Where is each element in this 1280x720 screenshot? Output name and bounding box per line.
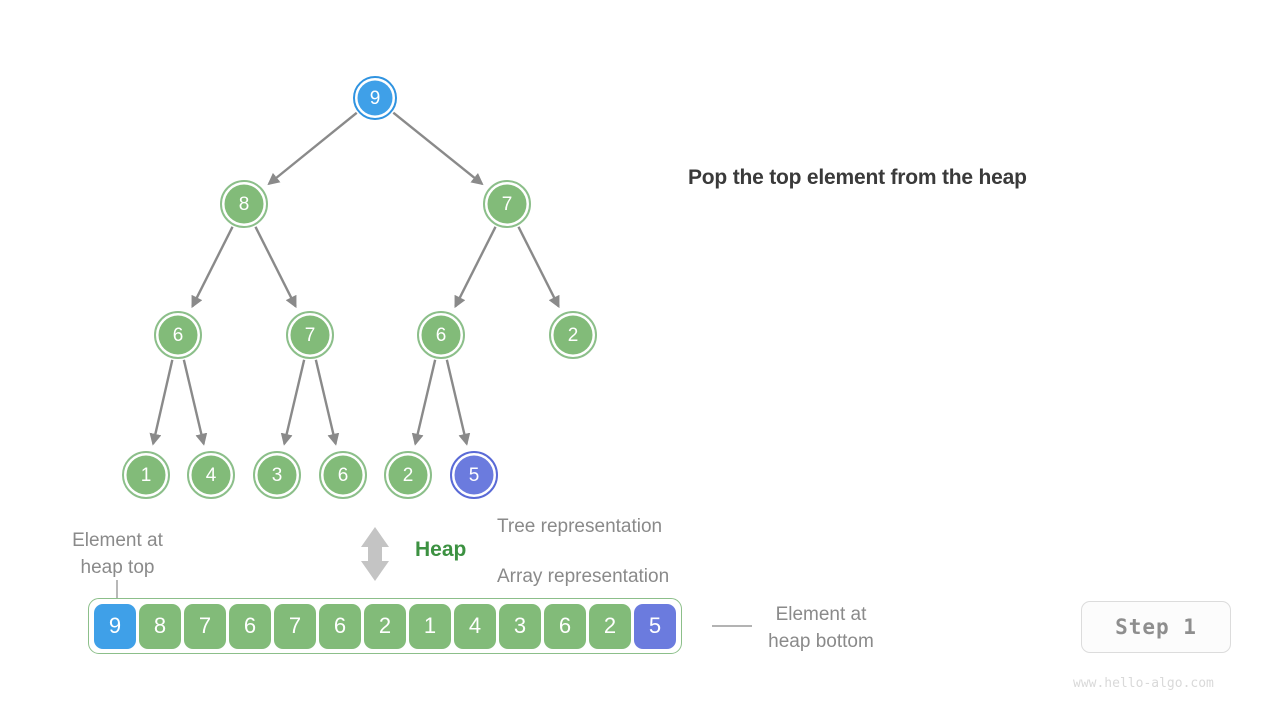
tree-node-ring <box>549 311 597 359</box>
label-heap: Heap <box>415 538 467 561</box>
tree-node[interactable]: 2 <box>549 311 597 359</box>
tree-node-value: 6 <box>436 325 447 346</box>
label-element-at-heap-top: Element at heap top <box>35 527 200 581</box>
label-heap-bottom-line1: Element at <box>775 604 867 625</box>
tree-node-ring <box>417 311 465 359</box>
label-array-representation: Array representation <box>497 566 670 587</box>
tree-node-value: 7 <box>502 194 513 215</box>
tree-node-value: 6 <box>338 465 349 486</box>
tree-node-body <box>357 80 393 116</box>
array-cell[interactable]: 6 <box>544 603 586 649</box>
tree-node-value: 3 <box>272 465 283 486</box>
tree-node[interactable]: 7 <box>286 311 334 359</box>
tree-node-body <box>553 315 593 355</box>
tree-node[interactable]: 6 <box>154 311 202 359</box>
array-cell[interactable]: 9 <box>94 603 136 649</box>
tree-edge <box>392 111 484 186</box>
tree-node-body <box>323 455 363 495</box>
tree-node-ring <box>253 451 301 499</box>
tree-edge <box>149 359 174 446</box>
tree-edge <box>280 359 306 446</box>
tree-node-value: 5 <box>469 465 480 486</box>
array-cell[interactable]: 5 <box>634 603 676 649</box>
tree-node[interactable]: 3 <box>253 451 301 499</box>
tree-node-body <box>126 455 166 495</box>
tree-node-value: 8 <box>239 194 250 215</box>
page-title: Pop the top element from the heap <box>688 166 1027 189</box>
tree-node-body <box>191 455 231 495</box>
tree-edge <box>411 359 437 446</box>
tree-node[interactable]: 5 <box>450 451 498 499</box>
tree-node-value: 6 <box>173 325 184 346</box>
array-cell[interactable]: 8 <box>139 603 181 649</box>
tree-node-body <box>388 455 428 495</box>
tree-node-ring <box>122 451 170 499</box>
tree-node-ring <box>154 311 202 359</box>
array-cell[interactable]: 7 <box>184 603 226 649</box>
label-tree-representation: Tree representation <box>497 516 663 537</box>
watermark: www.hello-algo.com <box>1073 676 1214 691</box>
tree-node[interactable]: 2 <box>384 451 432 499</box>
tree-edge <box>445 359 471 446</box>
tree-node-ring <box>187 451 235 499</box>
array-cell[interactable]: 6 <box>229 603 271 649</box>
tree-node[interactable]: 8 <box>220 180 268 228</box>
tree-node-ring <box>319 451 367 499</box>
tree-edge <box>454 226 497 309</box>
tree-node-ring <box>483 180 531 228</box>
tree-node[interactable]: 4 <box>187 451 235 499</box>
tree-node-value: 9 <box>370 88 381 109</box>
tree-node-ring <box>286 311 334 359</box>
tree-node[interactable]: 1 <box>122 451 170 499</box>
label-heap-top-line2: heap top <box>80 557 155 578</box>
tree-node-body <box>421 315 461 355</box>
tree-nodes: 9 8 7 6 7 6 2 1 4 3 6 2 5 <box>122 76 597 499</box>
tree-edge <box>517 226 560 309</box>
tree-edge <box>254 226 297 309</box>
array-cell[interactable]: 3 <box>499 603 541 649</box>
tree-node[interactable]: 6 <box>417 311 465 359</box>
tree-node[interactable]: 6 <box>319 451 367 499</box>
label-heap-top-line1: Element at <box>72 530 163 551</box>
array-cell[interactable]: 7 <box>274 603 316 649</box>
tree-node-ring <box>450 451 498 499</box>
tree-edge <box>182 359 208 446</box>
step-badge: Step 1 <box>1081 601 1231 653</box>
array-cell[interactable]: 1 <box>409 603 451 649</box>
tree-node-body <box>257 455 297 495</box>
tree-node-body <box>487 184 527 224</box>
tree-node-value: 1 <box>141 465 152 486</box>
tree-node[interactable]: 7 <box>483 180 531 228</box>
label-heap-bottom-line2: heap bottom <box>768 631 874 652</box>
array-cell[interactable]: 2 <box>589 603 631 649</box>
tree-node[interactable]: 9 <box>353 76 397 120</box>
double-arrow-icon <box>361 527 389 581</box>
array-cell[interactable]: 2 <box>364 603 406 649</box>
array-cell[interactable]: 4 <box>454 603 496 649</box>
tree-node-body <box>290 315 330 355</box>
tree-node-value: 2 <box>568 325 579 346</box>
tree-edge <box>191 226 234 309</box>
tree-node-body <box>224 184 264 224</box>
tree-node-body <box>454 455 494 495</box>
tree-edge <box>267 111 358 186</box>
tree-node-body <box>158 315 198 355</box>
label-element-at-heap-bottom: Element at heap bottom <box>735 601 907 655</box>
tree-node-value: 2 <box>403 465 414 486</box>
array-cell[interactable]: 6 <box>319 603 361 649</box>
tree-node-ring <box>220 180 268 228</box>
tree-edge <box>314 359 340 446</box>
tree-node-value: 4 <box>206 465 217 486</box>
tree-node-ring <box>384 451 432 499</box>
tree-edges <box>149 111 560 446</box>
tree-node-ring <box>353 76 397 120</box>
tree-node-value: 7 <box>305 325 316 346</box>
